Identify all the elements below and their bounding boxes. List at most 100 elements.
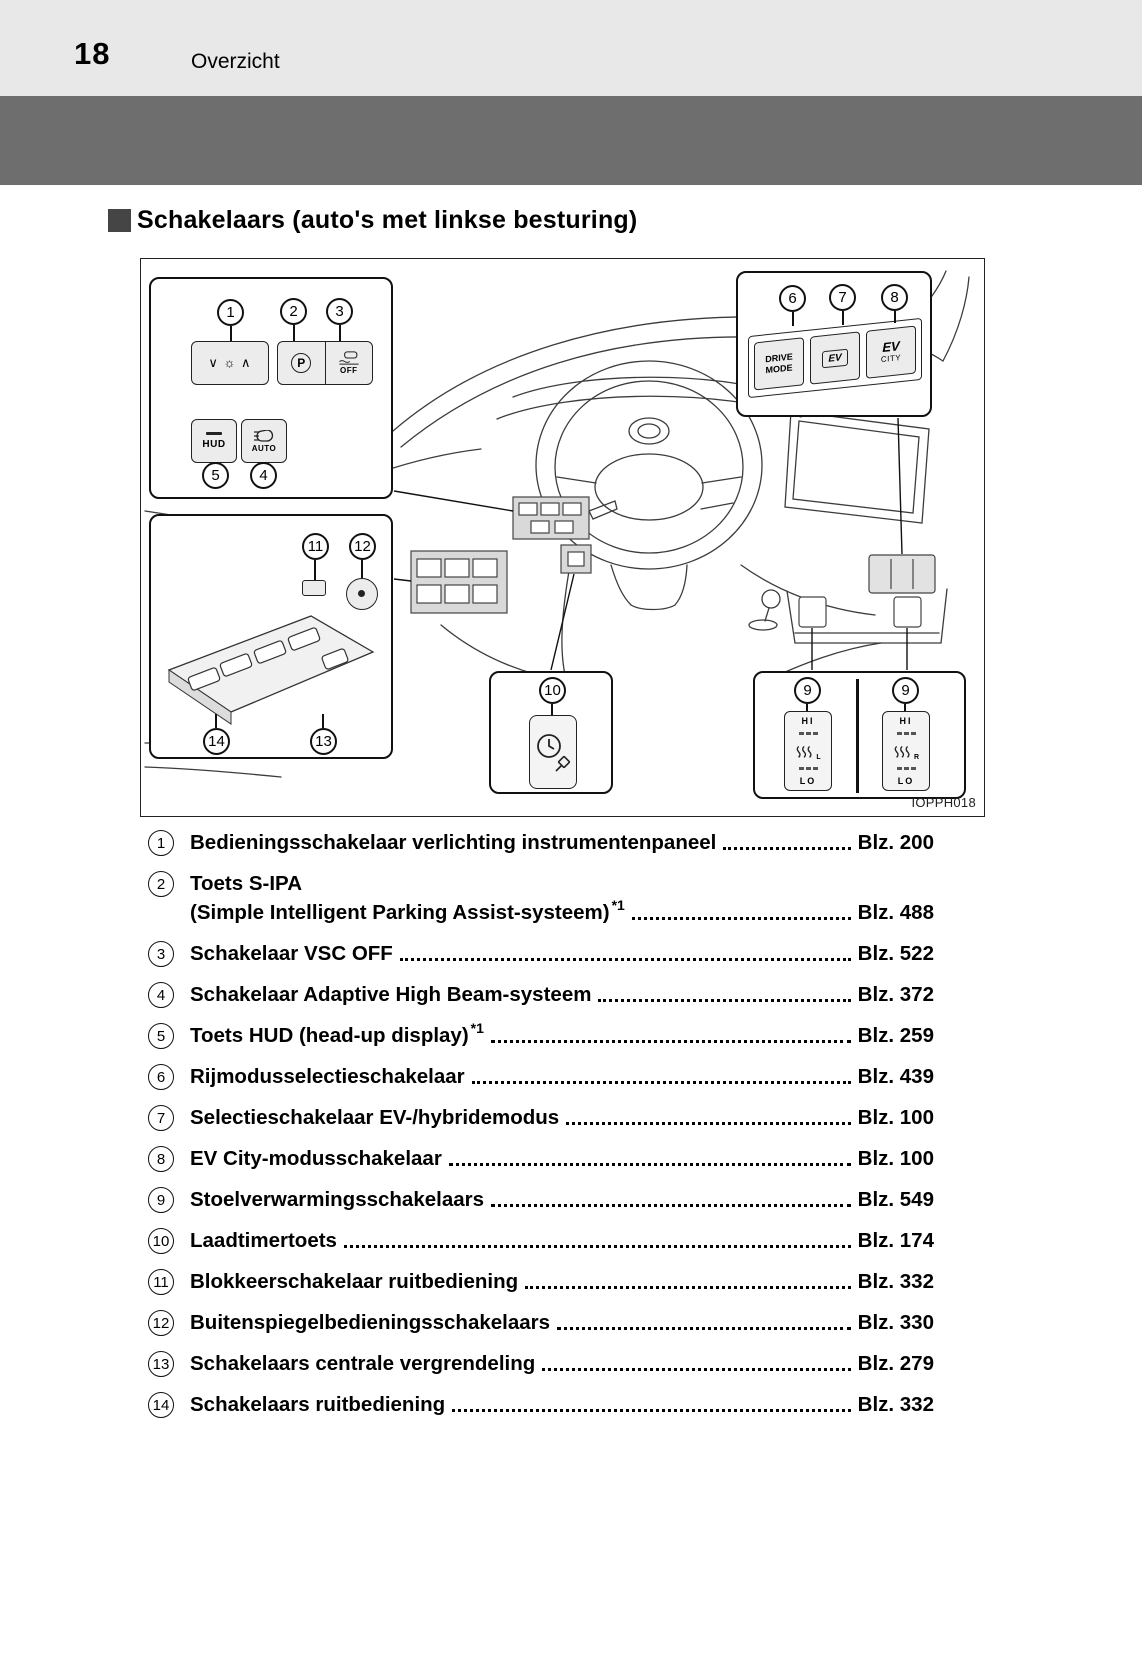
dot-leader <box>452 1390 851 1412</box>
charge-timer-button <box>529 715 577 789</box>
hi-label: HI <box>899 716 913 726</box>
dot-leader <box>598 980 851 1002</box>
item-page-ref: Blz. 259 <box>857 1024 934 1047</box>
connector-line <box>215 714 217 728</box>
lo-label: LO <box>897 776 915 786</box>
mirror-switch-knob <box>346 578 378 610</box>
item-label: Laadtimertoets <box>190 1229 337 1252</box>
list-item: 14 Schakelaars ruitbediening Blz. 332 <box>148 1390 934 1419</box>
dot-leader <box>399 939 851 961</box>
connector-line <box>904 704 906 711</box>
item-number-badge: 2 <box>148 871 174 897</box>
indicator-lights <box>896 767 916 770</box>
list-item: 10 Laadtimertoets Blz. 174 <box>148 1226 934 1255</box>
dot-leader <box>631 898 851 920</box>
headlight-icon <box>254 429 274 442</box>
dot-leader <box>491 1185 851 1207</box>
drive-mode-panel: DRIVE MODE EV EV CITY <box>748 317 922 399</box>
callout-box-charge-timer: 10 <box>489 671 613 794</box>
item-number-badge: 14 <box>148 1392 174 1418</box>
dot-leader <box>566 1103 851 1125</box>
page-header-band: 18 Overzicht <box>0 0 1142 96</box>
item-number-badge: 6 <box>148 1064 174 1090</box>
item-label: Toets S-IPA <box>190 872 302 895</box>
item-label: Bedieningsschakelaar verlichting instrum… <box>190 831 717 854</box>
item-number-badge: 12 <box>148 1310 174 1336</box>
callout-3: 3 <box>326 298 353 325</box>
seat-heater-icon <box>894 745 910 758</box>
drive-mode-label-bottom: MODE <box>765 362 793 376</box>
dot-leader <box>723 828 851 850</box>
drive-mode-button: DRIVE MODE <box>754 337 804 391</box>
sipa-button: P <box>278 342 325 384</box>
item-label: Buitenspiegelbedieningsschakelaars <box>190 1311 551 1334</box>
hud-label: HUD <box>202 439 226 450</box>
item-label: Rijmodusselectieschakelaar <box>190 1065 465 1088</box>
connector-line <box>361 560 363 578</box>
item-label: Schakelaars centrale vergrendeling <box>190 1352 536 1375</box>
dot-leader <box>542 1349 851 1371</box>
list-item: 12 Buitenspiegelbedieningsschakelaars Bl… <box>148 1308 934 1337</box>
ev-city-label-bottom: CITY <box>880 353 902 365</box>
list-item: 2 Toets S-IPA (Simple Intelligent Parkin… <box>148 869 934 927</box>
instrument-light-dimmer-button: ∨ ☼ ∧ <box>191 341 269 385</box>
item-page-ref: Blz. 174 <box>857 1229 934 1252</box>
item-label: Selectieschakelaar EV-/hybridemodus <box>190 1106 560 1129</box>
callout-box-drive-mode: 6 7 8 DRIVE MODE EV EV CITY <box>736 271 932 417</box>
dot-leader <box>343 1226 851 1248</box>
auto-label: AUTO <box>251 443 277 453</box>
callout-11: 11 <box>302 533 329 560</box>
seat-heater-switch-left: HI L LO <box>784 711 832 791</box>
footnote-marker: *1 <box>611 897 625 913</box>
item-label: EV City-modusschakelaar <box>190 1147 442 1170</box>
list-item: 11 Blokkeerschakelaar ruitbediening Blz.… <box>148 1267 934 1296</box>
window-switch-panel <box>167 615 375 725</box>
callout-9-right: 9 <box>892 677 919 704</box>
connector-line <box>842 311 844 325</box>
connector-line <box>314 560 316 580</box>
mirror-knob-dot <box>358 590 365 597</box>
page-number: 18 <box>74 36 111 71</box>
sipa-vsc-button-group: P OFF <box>277 341 373 385</box>
item-page-ref: Blz. 200 <box>857 831 934 854</box>
callout-5: 5 <box>202 462 229 489</box>
ev-city-button: EV CITY <box>866 325 916 379</box>
item-number-badge: 10 <box>148 1228 174 1254</box>
item-label-line2: (Simple Intelligent Parking Assist-syste… <box>190 901 610 924</box>
item-page-ref: Blz. 522 <box>857 942 934 965</box>
seat-left-subscript: L <box>816 754 821 761</box>
item-page-ref: Blz. 279 <box>857 1352 934 1375</box>
item-label: Schakelaar VSC OFF <box>190 942 393 965</box>
item-label: Blokkeerschakelaar ruitbediening <box>190 1270 519 1293</box>
item-number-badge: 9 <box>148 1187 174 1213</box>
chapter-title: Overzicht <box>191 50 280 73</box>
legend-list: 1 Bedieningsschakelaar verlichting instr… <box>148 828 934 1431</box>
item-page-ref: Blz. 372 <box>857 983 934 1006</box>
lo-label: LO <box>799 776 817 786</box>
callout-2: 2 <box>280 298 307 325</box>
indicator-lights <box>798 767 818 770</box>
item-page-ref: Blz. 332 <box>857 1393 934 1416</box>
dot-leader <box>557 1308 851 1330</box>
list-item: 9 Stoelverwarmingsschakelaars Blz. 549 <box>148 1185 934 1214</box>
item-label: Toets HUD (head-up display) <box>190 1024 469 1047</box>
callout-12: 12 <box>349 533 376 560</box>
callout-7: 7 <box>829 284 856 311</box>
sipa-parking-icon: P <box>291 353 312 373</box>
list-item: 7 Selectieschakelaar EV-/hybridemodus Bl… <box>148 1103 934 1132</box>
item-label: Stoelverwarmingsschakelaars <box>190 1188 484 1211</box>
connector-line <box>551 704 553 715</box>
ev-mode-icon: EV <box>822 348 848 368</box>
seat-heater-icon <box>796 745 812 758</box>
section-heading: Schakelaars (auto's met linkse besturing… <box>108 206 637 235</box>
chapter-tab-band <box>0 96 1142 185</box>
connector-line <box>792 312 794 326</box>
dot-leader <box>525 1267 851 1289</box>
item-page-ref: Blz. 100 <box>857 1147 934 1170</box>
callout-box-door-switches: 11 12 14 13 <box>149 514 393 759</box>
list-item: 8 EV City-modusschakelaar Blz. 100 <box>148 1144 934 1173</box>
item-number-badge: 13 <box>148 1351 174 1377</box>
section-heading-title: Schakelaars (auto's met linkse besturing… <box>137 206 638 234</box>
ahb-auto-button: AUTO <box>241 419 287 463</box>
callout-10: 10 <box>539 677 566 704</box>
